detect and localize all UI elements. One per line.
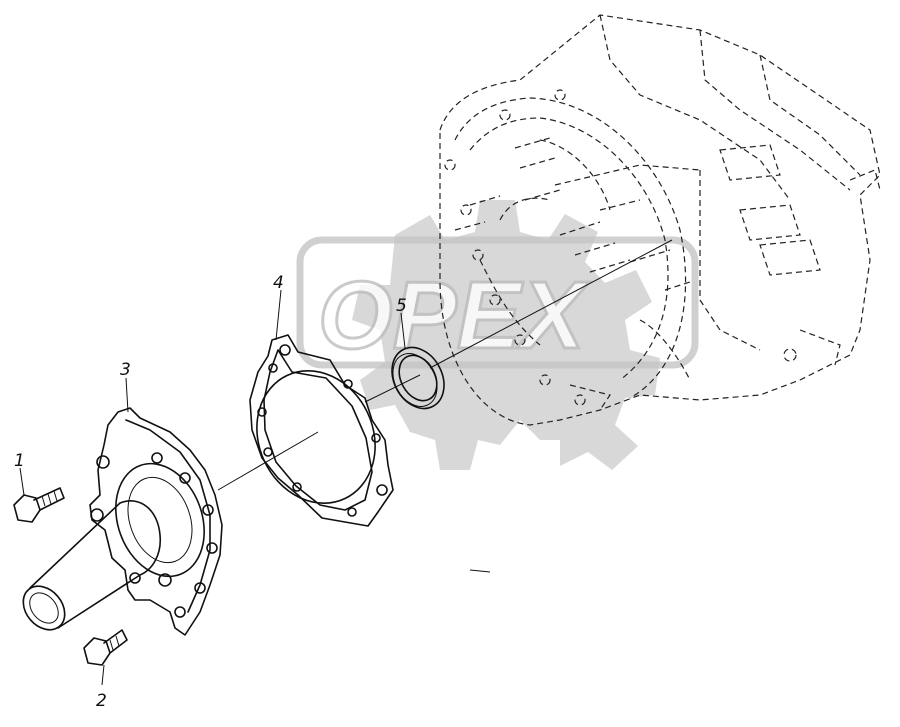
gearbox-housing: [439, 14, 881, 426]
watermark-frame: [296, 236, 699, 369]
watermark-text: OPEX: [318, 262, 590, 369]
gasket: [249, 334, 394, 527]
callout-4: 4: [273, 273, 284, 293]
watermark-logo: OPEX: [296, 200, 699, 470]
callout-labels: 1 2 3 4 5: [14, 273, 407, 711]
callout-1: 1: [14, 451, 25, 471]
seal-ring: [391, 346, 445, 410]
bolt-lower: [83, 629, 128, 666]
watermark-gear: [352, 200, 660, 470]
leader-lines: [19, 289, 406, 686]
callout-3: 3: [120, 360, 131, 380]
assembly-axis-lines: [217, 239, 673, 573]
callout-2: 2: [96, 691, 107, 711]
callout-5: 5: [396, 296, 407, 316]
bolt-upper: [13, 487, 65, 523]
cover-with-sleeve: [22, 407, 223, 636]
